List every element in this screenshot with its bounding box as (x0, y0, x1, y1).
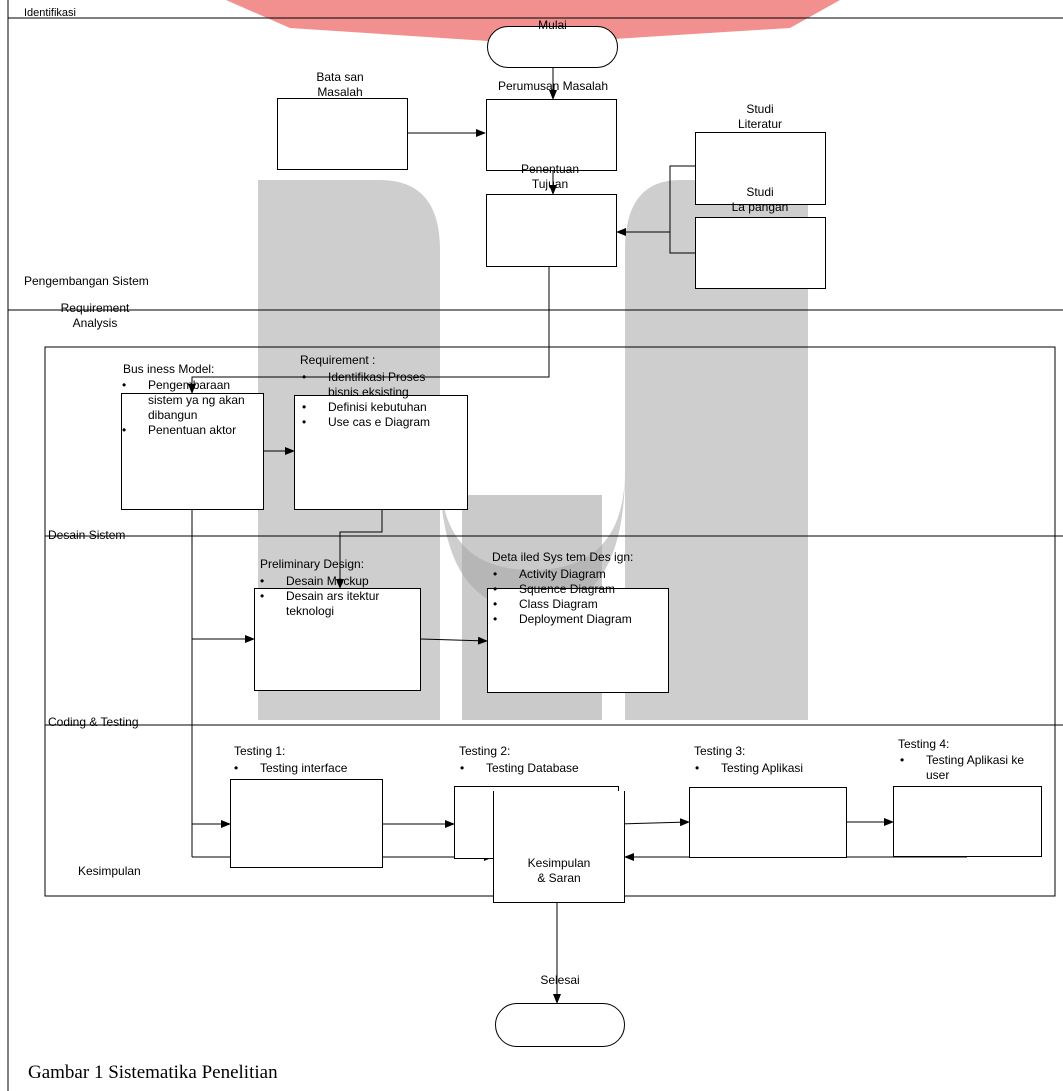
box-studi-lapangan (695, 217, 826, 289)
box-testing-4 (893, 786, 1042, 857)
label-preliminary-title: Preliminary Design: (260, 557, 365, 571)
label-perumusan-masalah: Perumusan Masalah (497, 79, 609, 93)
box-testing-3 (689, 787, 847, 858)
box-kesimpulan-saran (493, 791, 625, 903)
list-testing-3: Testing Aplikasi (689, 761, 854, 776)
bm-item: Penentuan aktor (116, 423, 276, 438)
label-studi-literatur: Studi Literatur (737, 102, 783, 131)
arrow-t2-t3 (618, 818, 690, 827)
terminator-selesai (495, 1003, 625, 1047)
phase-pengembangan: Pengembangan Sistem (24, 274, 149, 288)
label-detailed-title: Deta iled Sys tem Des ign: (492, 550, 634, 564)
list-testing-4: Testing Aplikasi ke user (894, 753, 1044, 783)
pre-item: Desain ars itektur teknologi (254, 589, 396, 619)
arrow-req-preliminary (336, 510, 383, 589)
t2-item: Testing Database (454, 761, 624, 776)
list-requirement: Identifikasi Proses bisnis eksisting Def… (296, 370, 476, 430)
label-penentuan-tujuan: Penentuan Tujuan (520, 162, 580, 191)
terminator-mulai (487, 26, 618, 68)
label-business-model-title: Bus iness Model: (123, 362, 215, 376)
label-requirement-title: Requirement : (300, 353, 376, 367)
phase-coding-testing: Coding & Testing (48, 715, 139, 729)
arrow-preliminary-detailed (420, 636, 488, 645)
arrow-studi-tujuan (669, 165, 695, 254)
req-item: Use cas e Diagram (296, 415, 476, 430)
label-kesimpulan-saran: Kesimpulan & Saran (527, 856, 591, 885)
phase-desain-sistem: Desain Sistem (48, 528, 126, 542)
box-perumusan-masalah (486, 99, 617, 171)
det-item: Squence Diagram (487, 582, 677, 597)
figure-caption: Gambar 1 Sistematika Penelitian (28, 1062, 278, 1083)
req-item: Identifikasi Proses bisnis eksisting (296, 370, 448, 400)
phase-requirement-analysis: Requirement Analysis (60, 301, 130, 330)
req-item: Definisi kebutuhan (296, 400, 476, 415)
label-testing-4: Testing 4: (898, 737, 950, 751)
label-selesai: Selesai (540, 973, 580, 987)
t3-item: Testing Aplikasi (689, 761, 854, 776)
list-preliminary: Desain Mockup Desain ars itektur teknolo… (254, 574, 424, 619)
list-detailed: Activity Diagram Squence Diagram Class D… (487, 567, 677, 627)
det-item: Deployment Diagram (487, 612, 677, 627)
list-testing-1: Testing interface (228, 761, 388, 776)
phase-identifikasi: Identifikasi (24, 7, 76, 19)
watermark-red-chevron (226, 0, 840, 44)
label-testing-3: Testing 3: (694, 744, 746, 758)
box-penentuan-tujuan (486, 194, 617, 267)
t4-item: Testing Aplikasi ke user (894, 753, 1036, 783)
phase-kesimpulan: Kesimpulan (78, 864, 141, 878)
pre-item: Desain Mockup (254, 574, 424, 589)
list-business-model: Pengembaraan sistem ya ng akan dibangun … (116, 378, 276, 438)
box-batasan-masalah (277, 98, 408, 170)
bm-item: Pengembaraan sistem ya ng akan dibangun (116, 378, 258, 423)
label-mulai: Mulai (538, 18, 567, 32)
list-testing-2: Testing Database (454, 761, 624, 776)
label-batasan-masalah: Bata san Masalah (316, 70, 364, 99)
t1-item: Testing interface (228, 761, 388, 776)
box-testing-1 (230, 779, 383, 868)
det-item: Activity Diagram (487, 567, 677, 582)
box-studi-literatur (695, 132, 826, 205)
det-item: Class Diagram (487, 597, 677, 612)
label-testing-2: Testing 2: (459, 744, 511, 758)
label-testing-1: Testing 1: (234, 744, 286, 758)
label-studi-lapangan: Studi La pangan (731, 185, 789, 214)
